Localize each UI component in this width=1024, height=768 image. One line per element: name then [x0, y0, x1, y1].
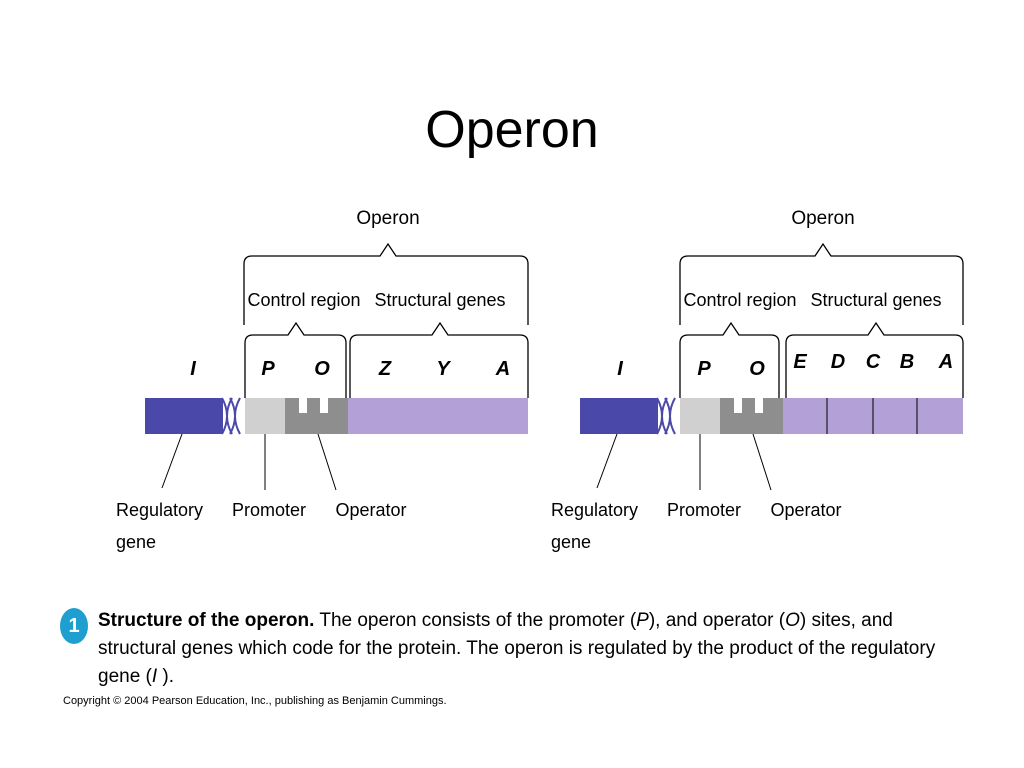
structural-genes-brace: [349, 321, 529, 398]
gene-label-i: I: [617, 358, 623, 380]
regulatory-callout-line: [161, 433, 183, 489]
regulatory-gene-callout-line2: gene: [551, 532, 591, 552]
caption-text: ) sites, and structural genes which code…: [98, 610, 936, 687]
operator-callout: Operator: [335, 500, 406, 520]
caption-symbol-i: I: [151, 666, 158, 687]
operon-label: Operon: [791, 208, 854, 229]
gene-label-z: Z: [378, 358, 392, 380]
slide-title: Operon: [425, 101, 599, 159]
control-region-brace: [679, 321, 780, 398]
gene-label-d: D: [831, 351, 845, 373]
structural-genes-label: Structural genes: [810, 290, 941, 310]
caption-text: ), and operator (: [648, 610, 786, 631]
gene-label-b: B: [900, 351, 914, 373]
operon-brace: [679, 242, 964, 325]
regulatory-callout-line: [596, 433, 618, 489]
copyright-notice: Copyright © 2004 Pearson Education, Inc.…: [63, 695, 447, 707]
step-number-badge: 1: [60, 608, 88, 644]
gene-label-c: C: [866, 351, 881, 373]
gene-label-y: Y: [436, 358, 451, 380]
regulatory-gene-segment: [145, 398, 223, 434]
control-region-label: Control region: [683, 290, 796, 310]
operon-diagram-left: Operon Control region Structural genes I…: [116, 208, 529, 552]
caption-symbol-p: P: [636, 610, 649, 631]
operon-label: Operon: [356, 208, 419, 229]
figure-caption: Structure of the operon. The operon cons…: [98, 607, 958, 691]
regulatory-gene-callout-line1: Regulatory: [116, 500, 203, 520]
gene-label-a: A: [495, 358, 510, 380]
structural-genes-segment: [348, 398, 528, 434]
control-region-label: Control region: [247, 290, 360, 310]
promoter-callout: Promoter: [232, 500, 306, 520]
gene-label-a: A: [938, 351, 953, 373]
promoter-segment: [680, 398, 720, 434]
caption-heading: Structure of the operon.: [98, 610, 315, 631]
caption-symbol-o: O: [785, 610, 800, 631]
operon-diagram-right: Operon Control region Structural genes I…: [551, 208, 964, 552]
operator-segment: [720, 398, 783, 434]
gene-label-o: O: [749, 358, 765, 380]
promoter-callout: Promoter: [667, 500, 741, 520]
caption-text: ).: [157, 666, 175, 687]
operator-callout-line: [317, 433, 337, 491]
regulatory-gene-callout-line2: gene: [116, 532, 156, 552]
operator-callout: Operator: [770, 500, 841, 520]
gene-label-i: I: [190, 358, 196, 380]
caption-text: The operon consists of the promoter (: [314, 610, 637, 631]
structural-genes-label: Structural genes: [374, 290, 505, 310]
gene-label-o: O: [314, 358, 330, 380]
dna-break-icon: [221, 397, 241, 435]
gene-label-p: P: [697, 358, 711, 380]
regulatory-gene-callout-line1: Regulatory: [551, 500, 638, 520]
gene-label-p: P: [261, 358, 275, 380]
gene-label-e: E: [793, 351, 807, 373]
control-region-brace: [244, 321, 347, 398]
promoter-segment: [245, 398, 285, 434]
operator-segment: [285, 398, 348, 434]
dna-break-icon: [656, 397, 676, 435]
structural-genes-brace: [785, 321, 964, 398]
operon-brace: [243, 242, 529, 325]
regulatory-gene-segment: [580, 398, 658, 434]
operator-callout-line: [752, 433, 772, 491]
